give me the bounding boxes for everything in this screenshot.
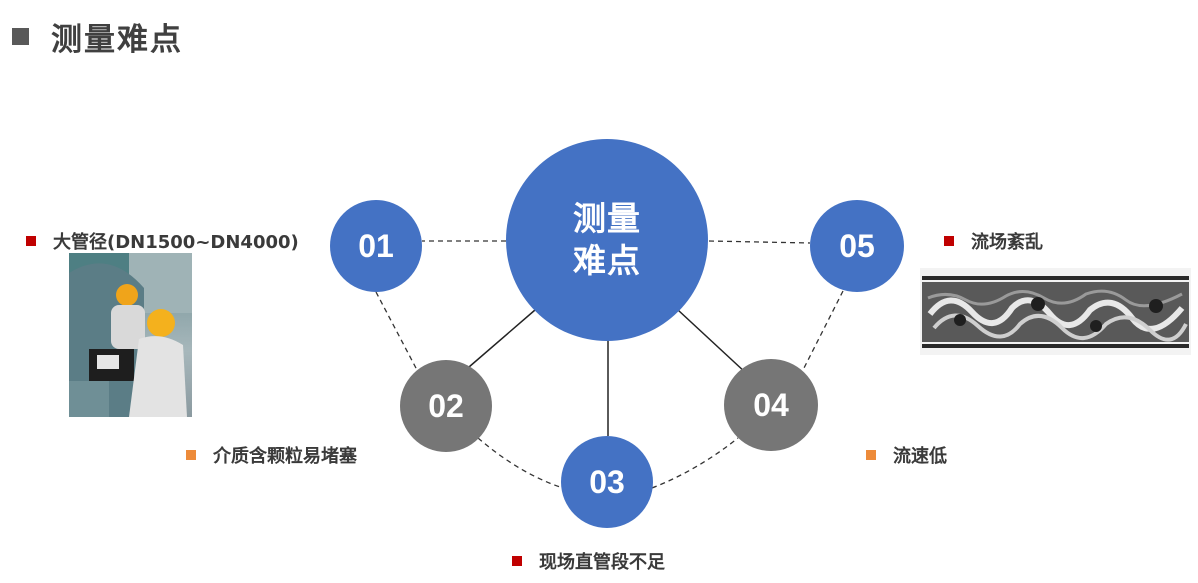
link-center-02 (468, 309, 536, 368)
bullet-icon (26, 236, 36, 246)
label-03-text: 现场直管段不足 (539, 552, 665, 573)
label-01-text: 大管径(DN1500~DN4000) (53, 232, 299, 253)
title-square-icon (12, 27, 29, 45)
label-04: 流速低 (866, 442, 947, 468)
link-center-04 (677, 309, 747, 374)
center-text-line1: 测量 (573, 199, 641, 238)
page-title: 测量难点 (12, 16, 183, 58)
center-text-line2: 难点 (573, 241, 641, 280)
link-02-03 (477, 437, 564, 489)
node-03: 03 (561, 436, 653, 528)
label-04-text: 流速低 (893, 446, 947, 467)
workers-photo (69, 253, 192, 417)
node-01: 01 (330, 200, 422, 292)
label-01: 大管径(DN1500~DN4000) (26, 228, 299, 254)
label-05: 流场紊乱 (944, 228, 1043, 254)
link-01-02 (375, 291, 418, 371)
bullet-icon (944, 236, 954, 246)
label-03: 现场直管段不足 (512, 548, 665, 574)
bullet-icon (866, 450, 876, 460)
bullet-icon (512, 556, 522, 566)
link-center-05 (708, 240, 811, 244)
bullet-icon (186, 450, 196, 460)
node-05: 05 (810, 200, 904, 292)
label-02-text: 介质含颗粒易堵塞 (213, 446, 357, 467)
node-04: 04 (724, 359, 818, 451)
node-02: 02 (400, 360, 492, 452)
center-circle: 测量 难点 (506, 139, 708, 341)
title-text: 测量难点 (51, 21, 183, 58)
turbulent-flow-image (920, 268, 1191, 355)
link-05-04 (802, 290, 844, 371)
label-05-text: 流场紊乱 (971, 232, 1043, 253)
link-03-04 (651, 437, 739, 489)
label-02: 介质含颗粒易堵塞 (186, 442, 357, 468)
